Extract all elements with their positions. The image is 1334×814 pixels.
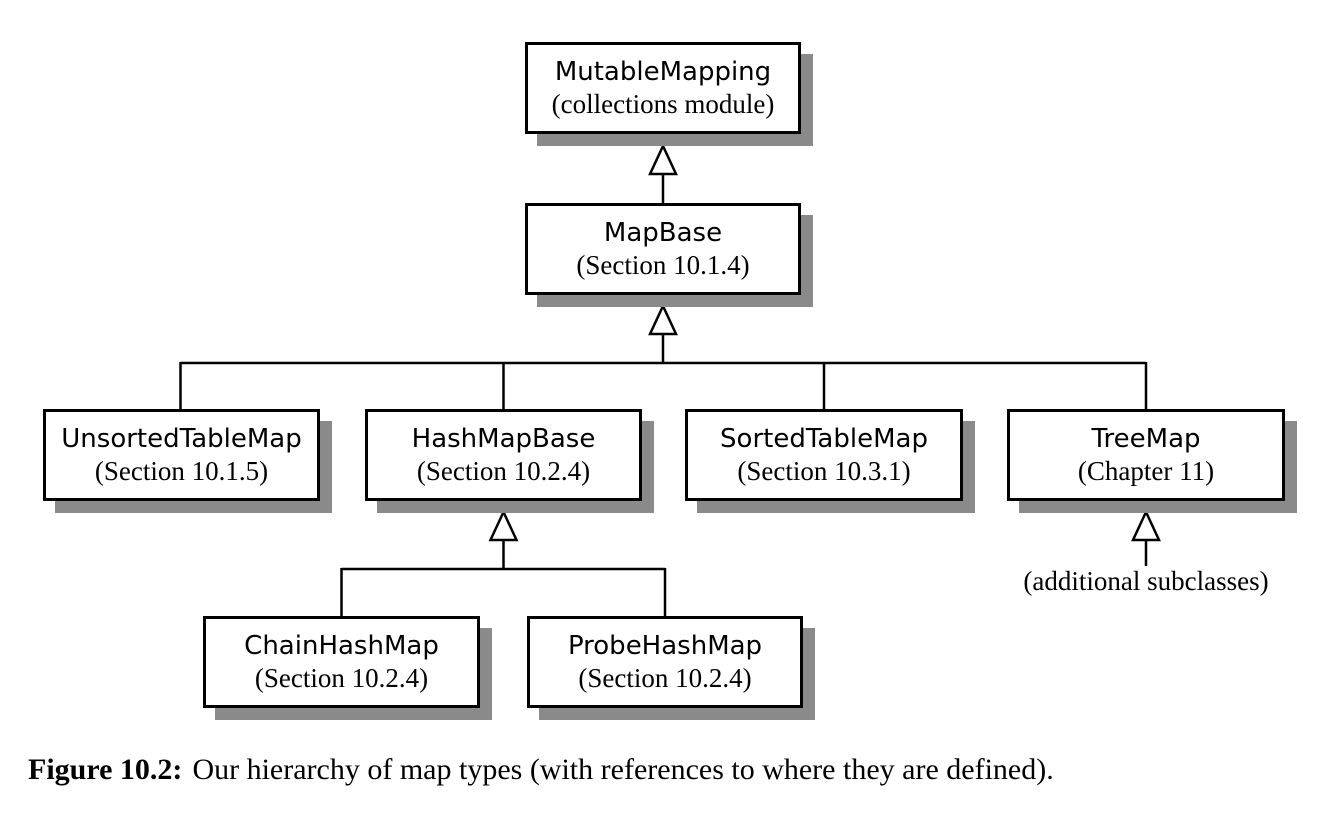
figure-caption-text: Our hierarchy of map types (with referen…: [192, 753, 1054, 786]
class-name: MutableMapping: [554, 56, 772, 87]
inheritance-arrow-icon: [1131, 509, 1161, 542]
node-treemap: TreeMap (Chapter 11): [1007, 409, 1285, 501]
additional-subclasses-note: (additional subclasses): [1023, 566, 1269, 596]
class-name: UnsortedTableMap: [61, 423, 302, 454]
figure-caption: Figure 10.2: Our hierarchy of map types (…: [28, 753, 1322, 787]
node-mapbase: MapBase (Section 10.1.4): [525, 203, 801, 295]
node-chainhashmap: ChainHashMap (Section 10.2.4): [203, 616, 480, 708]
inheritance-arrow-icon: [648, 143, 678, 176]
class-reference: (collections module): [551, 89, 775, 120]
class-reference: (Section 10.3.1): [737, 456, 911, 487]
class-reference: (Chapter 11): [1077, 456, 1215, 487]
class-reference: (Section 10.2.4): [416, 456, 591, 487]
node-mutablemapping: MutableMapping (collections module): [525, 42, 801, 134]
class-reference: (Section 10.2.4): [578, 663, 752, 694]
class-reference: (Section 10.1.4): [576, 250, 750, 281]
node-unsortedtablemap: UnsortedTableMap (Section 10.1.5): [43, 409, 320, 501]
class-name: SortedTableMap: [720, 423, 928, 454]
class-name: MapBase: [603, 217, 723, 248]
node-hashmapbase: HashMapBase (Section 10.2.4): [365, 409, 642, 501]
node-probehashmap: ProbeHashMap (Section 10.2.4): [527, 616, 803, 708]
class-reference: (Section 10.2.4): [254, 663, 429, 694]
class-reference: (Section 10.1.5): [94, 456, 269, 487]
inheritance-arrow-icon: [648, 303, 678, 336]
node-sortedtablemap: SortedTableMap (Section 10.3.1): [685, 409, 963, 501]
inheritance-arrow-icon: [488, 509, 519, 542]
class-name: TreeMap: [1091, 423, 1201, 454]
class-name: ProbeHashMap: [567, 630, 763, 661]
class-name: ChainHashMap: [244, 630, 439, 661]
class-name: HashMapBase: [411, 423, 596, 454]
figure-caption-label: Figure 10.2:: [28, 753, 183, 786]
